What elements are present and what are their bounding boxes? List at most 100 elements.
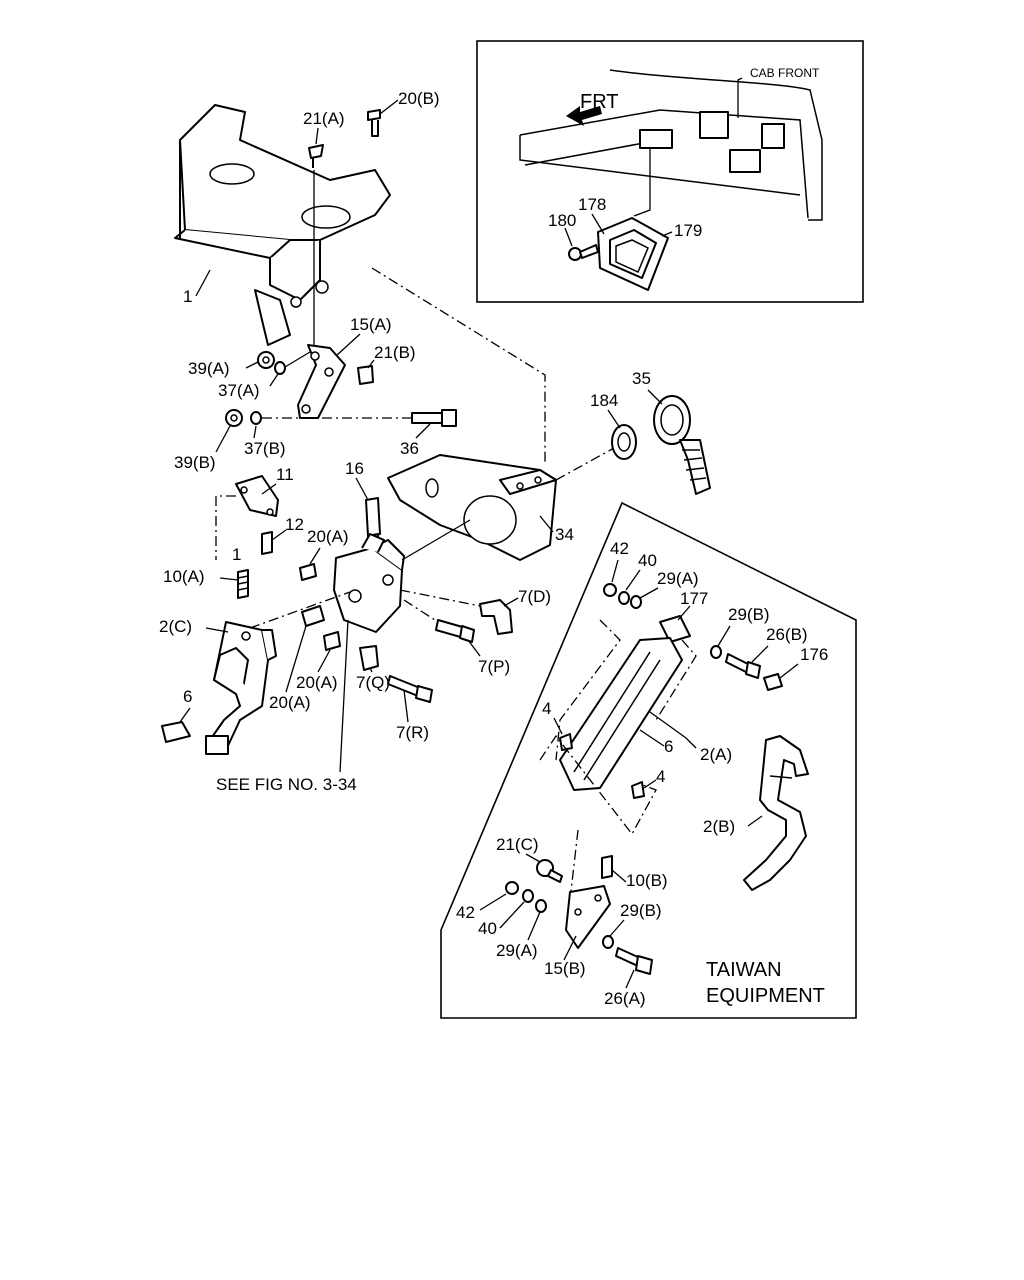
elbow-7d (479, 599, 513, 635)
pedal-arm-2b (743, 735, 809, 891)
callout-2c: 2(C) (159, 617, 192, 636)
taiwan-callout-29a2: 29(A) (496, 941, 538, 960)
callout-7q: 7(Q) (356, 673, 390, 692)
front-arrow-icon (566, 106, 602, 126)
taiwan-callout-4b: 4 (656, 767, 665, 786)
bolt-20b (367, 109, 381, 137)
bolt-12 (261, 531, 273, 555)
bracket-34 (387, 454, 557, 561)
bracket-11 (235, 475, 279, 517)
bracket-15b (565, 885, 611, 949)
bolt-20a-low (323, 631, 341, 651)
bolt-7p (435, 619, 475, 643)
callout-34: 34 (555, 525, 574, 544)
callout-12: 12 (285, 515, 304, 534)
callout-20a-3: 20(A) (269, 693, 311, 712)
clip-4-upper (559, 733, 573, 751)
callout-20b: 20(B) (398, 89, 440, 108)
taiwan-callout-29b: 29(B) (728, 605, 770, 624)
callout-11: 11 (276, 465, 294, 484)
inset-cab-front: FRT CAB FRONT 180 178 179 (476, 40, 864, 303)
callout-21b: 21(B) (374, 343, 416, 362)
washer-40 (618, 591, 630, 605)
washer-29b-lower (602, 935, 614, 949)
taiwan-callout-177: 177 (680, 589, 708, 608)
bolt-180 (568, 244, 599, 261)
bolt-21b (357, 365, 374, 385)
nut-39a (257, 351, 275, 369)
taiwan-callout-40b: 40 (478, 919, 497, 938)
taiwan-callout-4a: 4 (542, 699, 551, 718)
boot-35 (653, 395, 711, 495)
frt-label: FRT (580, 91, 619, 113)
callout-7d: 7(D) (518, 587, 551, 606)
taiwan-title-line2: EQUIPMENT (706, 985, 825, 1007)
callout-10a: 10(A) (163, 567, 205, 586)
bolt-21c (536, 859, 563, 883)
nut-42-lower (505, 881, 519, 895)
pedal-arm-2c (205, 621, 277, 755)
callout-179: 179 (674, 221, 702, 240)
bolt-21a (308, 144, 324, 168)
taiwan-panel: 42 40 29(A) 177 29(B) 26(B) 176 (440, 501, 857, 1019)
pedal-pad-6 (161, 721, 191, 743)
washer-37b (250, 411, 262, 425)
callout-1: 1 (183, 287, 192, 306)
nut-39b (225, 409, 243, 427)
callout-7p: 7(P) (478, 657, 510, 676)
callout-1b: 1 (232, 545, 241, 564)
grommet-plate (597, 217, 669, 291)
callout-16: 16 (345, 459, 364, 478)
callout-15a: 15(A) (350, 315, 392, 334)
washer-29a-lower (535, 899, 547, 913)
taiwan-callout-15b: 15(B) (544, 959, 586, 978)
callout-21a: 21(A) (303, 109, 345, 128)
cab-front-label: CAB FRONT (750, 66, 820, 80)
taiwan-callout-40: 40 (638, 551, 657, 570)
nut-42 (603, 583, 617, 597)
spring-10b (601, 855, 613, 879)
washer-40-lower (522, 889, 534, 903)
bolt-26a (615, 947, 653, 975)
bolt-176 (763, 673, 783, 691)
taiwan-title-line1: TAIWAN (706, 959, 782, 981)
washer-29b (710, 645, 722, 659)
taiwan-callout-21c: 21(C) (496, 835, 539, 854)
callout-37b: 37(B) (244, 439, 286, 458)
callout-7r: 7(R) (396, 723, 429, 742)
taiwan-callout-42b: 42 (456, 903, 475, 922)
bolt-26b (725, 653, 761, 679)
pedal-cover-6 (559, 637, 683, 791)
fitting-7q (359, 645, 379, 671)
bolt-7r (387, 675, 433, 703)
callout-180: 180 (548, 211, 576, 230)
callout-36: 36 (400, 439, 419, 458)
bolt-36 (411, 409, 457, 427)
taiwan-callout-42: 42 (610, 539, 629, 558)
bolt-20a-mid (301, 605, 325, 627)
callout-178: 178 (578, 195, 606, 214)
taiwan-callout-6: 6 (664, 737, 673, 756)
bolt-20a-top (299, 563, 317, 581)
taiwan-callout-26b: 26(B) (766, 625, 808, 644)
taiwan-callout-176: 176 (800, 645, 828, 664)
callout-20a-2: 20(A) (296, 673, 338, 692)
see-figure-note: SEE FIG NO. 3-34 (216, 775, 357, 794)
taiwan-callout-2b: 2(B) (703, 817, 735, 836)
clip-4-lower (631, 781, 645, 799)
seal-184 (611, 424, 637, 460)
washer-37a (274, 361, 286, 375)
pivot-block (333, 533, 405, 633)
taiwan-callout-2a: 2(A) (700, 745, 732, 764)
callout-35: 35 (632, 369, 651, 388)
pedal-bracket-1 (174, 104, 391, 346)
taiwan-callout-26a: 26(A) (604, 989, 646, 1008)
callout-39a: 39(A) (188, 359, 230, 378)
callout-37a: 37(A) (218, 381, 260, 400)
spring-10a (237, 569, 249, 599)
sleeve-177 (659, 615, 691, 643)
callout-6: 6 (183, 687, 192, 706)
callout-39b: 39(B) (174, 453, 216, 472)
taiwan-callout-29a: 29(A) (657, 569, 699, 588)
